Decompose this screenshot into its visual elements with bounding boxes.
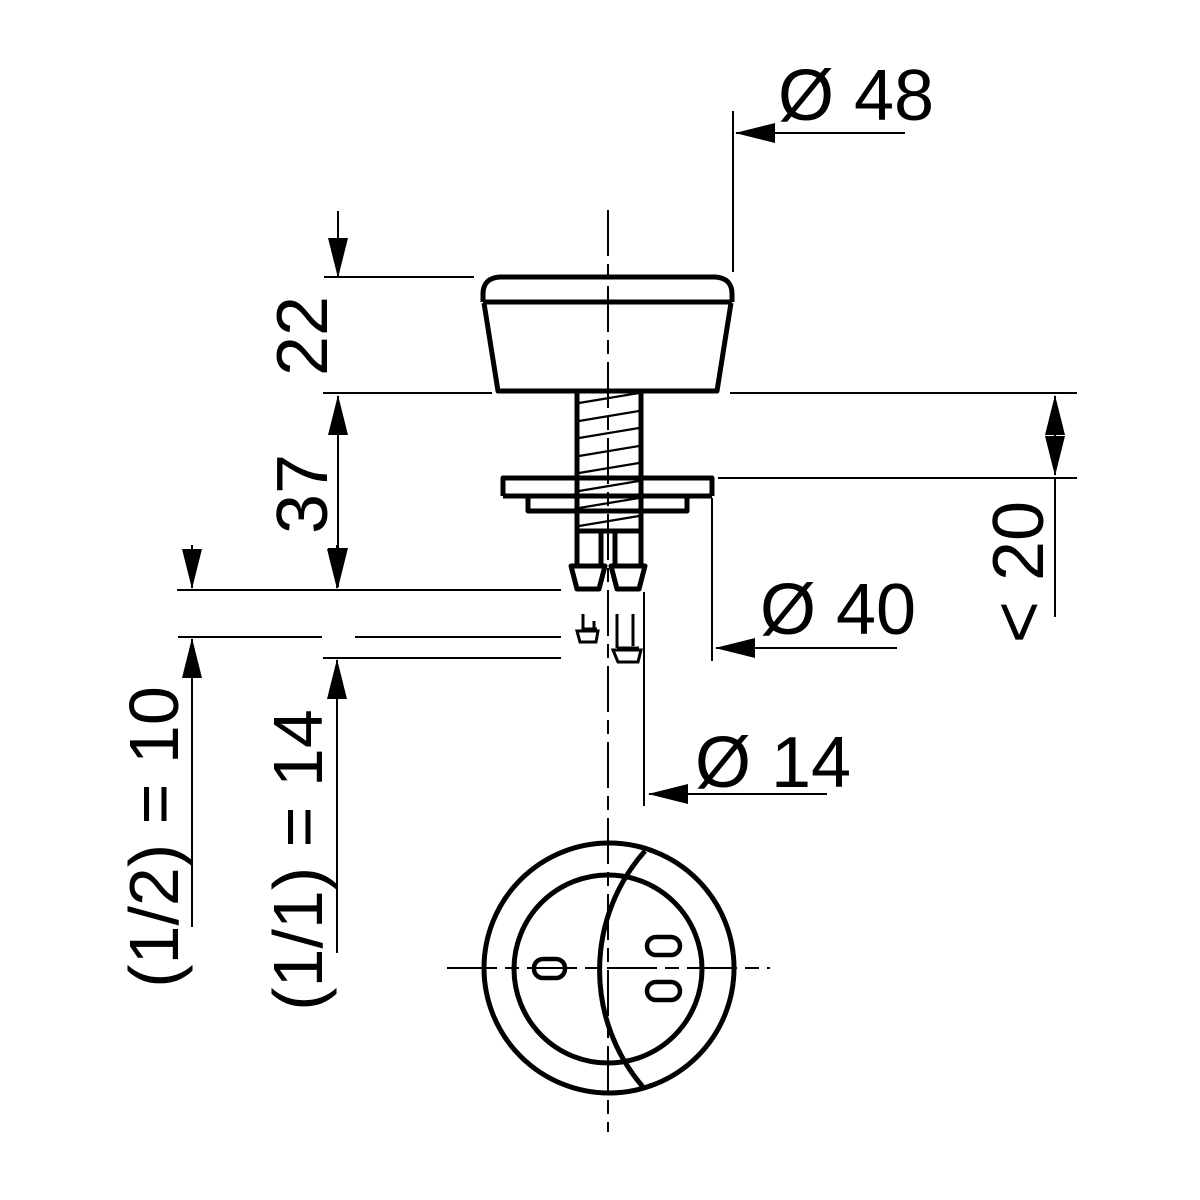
label-diameter-40: Ø 40 — [760, 570, 916, 650]
label-full-stroke: (1/1) = 14 — [259, 709, 337, 1011]
phantom-clip-half-stroke — [575, 614, 600, 644]
prong-right-barb — [608, 563, 648, 592]
prong-left-barb — [568, 563, 608, 592]
label-height-22: 22 — [263, 296, 343, 376]
label-height-37: 37 — [263, 454, 343, 534]
dimension-labels: Ø 48 22 37 < 20 Ø 40 Ø 14 (1/2) = 10 (1/… — [115, 56, 1059, 1011]
prong-right — [612, 531, 644, 565]
prong-left — [574, 531, 604, 565]
label-diameter-48: Ø 48 — [778, 56, 934, 136]
label-max-20: < 20 — [979, 501, 1059, 643]
label-diameter-14: Ø 14 — [695, 723, 851, 803]
extension-lines — [177, 111, 1077, 806]
phantom-clip-full-stroke — [610, 614, 643, 664]
center-lines — [447, 210, 770, 1132]
slot-right-lower — [644, 979, 683, 1003]
flange-lower-plate — [525, 496, 690, 514]
flush-button-split-arc — [597, 849, 647, 1089]
dimension-lines — [182, 123, 1065, 953]
label-half-stroke: (1/2) = 10 — [115, 686, 193, 988]
slot-right-upper — [644, 934, 683, 958]
